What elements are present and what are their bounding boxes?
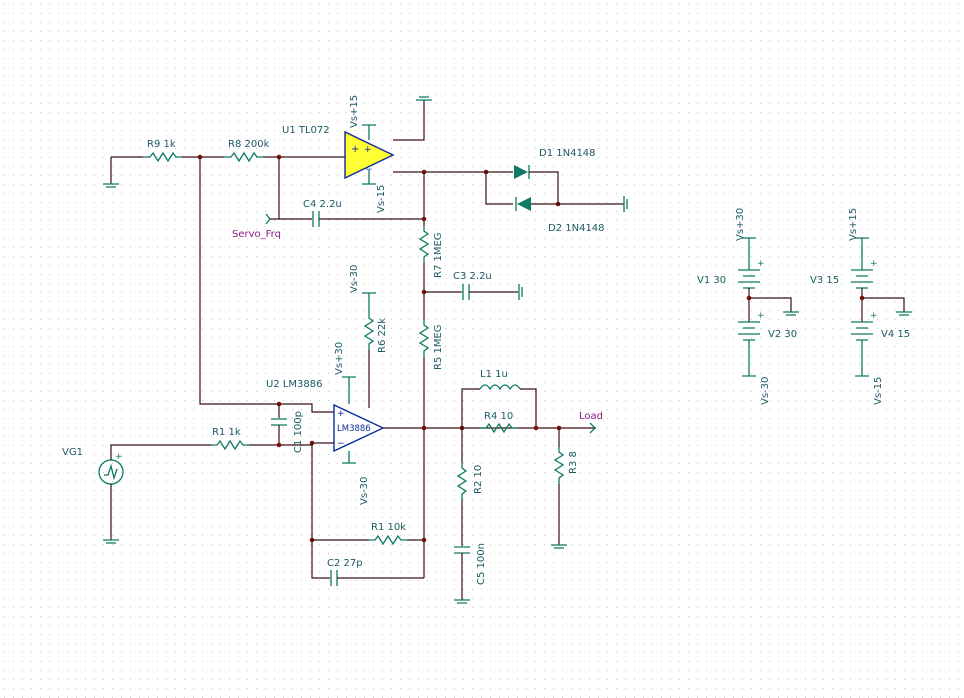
svg-text:+: + <box>757 311 765 321</box>
wire-l1-right <box>520 388 537 428</box>
label-u1: U1 TL072 <box>282 125 330 136</box>
load-port-icon <box>589 422 596 434</box>
label-c2: C2 27p <box>327 558 363 569</box>
opamp-u2[interactable]: + − LM3886 <box>333 403 385 453</box>
label-r7: R7 1MEG <box>433 232 444 278</box>
junction <box>276 442 282 448</box>
svg-text:+: + <box>337 409 345 419</box>
label-c1: C1 100p <box>293 411 304 453</box>
resistor-r9[interactable] <box>143 151 182 163</box>
supply-v3-terminal: Vs+15 <box>848 208 869 270</box>
supply-v2-terminal: Vs-30 <box>742 340 771 405</box>
ground-v3v4 <box>862 297 912 316</box>
battery-v3[interactable]: + <box>851 259 878 289</box>
resistor-r6[interactable] <box>363 312 375 350</box>
svg-text:Vs-30: Vs-30 <box>359 477 370 505</box>
svg-text:−: − <box>337 439 345 449</box>
label-d1: D1 1N4148 <box>539 148 596 159</box>
label-r3: R3 8 <box>568 451 579 474</box>
resistor-r5[interactable] <box>418 320 430 357</box>
supply-v4-terminal: Vs-15 <box>855 340 884 405</box>
svg-text:+: + <box>351 144 359 155</box>
label-c3: C3 2.2u <box>453 271 492 282</box>
svg-text:Vs-30: Vs-30 <box>760 377 771 405</box>
diode-d2[interactable] <box>515 197 531 211</box>
ground-diodes <box>623 196 628 212</box>
r6-supply: Vs-30 <box>349 265 376 312</box>
label-r5: R5 1MEG <box>433 324 444 370</box>
junction <box>421 537 427 543</box>
wire-servo-to-u2 <box>199 157 334 413</box>
svg-text:+: + <box>115 452 123 462</box>
label-r1b: R1 10k <box>371 522 406 533</box>
svg-text:Vs+30: Vs+30 <box>334 342 345 375</box>
label-u2: U2 LM3886 <box>266 379 323 390</box>
svg-text:Vs+15: Vs+15 <box>349 95 360 128</box>
svg-text:Vs-15: Vs-15 <box>873 377 884 405</box>
label-v1: V1 30 <box>697 275 726 286</box>
supply-v1-terminal: Vs+30 <box>735 208 756 270</box>
u2-supply-pos: Vs+30 <box>334 342 356 404</box>
svg-text:+: + <box>757 259 765 269</box>
battery-v2[interactable]: + <box>738 311 765 341</box>
svg-text:+: + <box>870 259 878 269</box>
ground-v1v2 <box>749 297 799 316</box>
u1-supply-pos: Vs+15 <box>349 95 376 140</box>
label-l1: L1 1u <box>480 369 508 380</box>
battery-v4[interactable]: + <box>851 311 878 341</box>
label-c5: C5 100n <box>476 543 487 585</box>
resistor-r1b[interactable] <box>369 534 407 546</box>
label-v4: V4 15 <box>881 329 910 340</box>
junction <box>421 425 427 431</box>
svg-text:Vs+30: Vs+30 <box>735 208 746 241</box>
ground-c3 <box>518 284 523 300</box>
label-r4: R4 10 <box>484 411 513 422</box>
resistor-r1a[interactable] <box>211 439 249 451</box>
label-v3: V3 15 <box>810 275 839 286</box>
resistor-r8[interactable] <box>224 151 263 163</box>
svg-text:+: + <box>870 311 878 321</box>
wire-d2-left <box>485 172 513 205</box>
resistor-r3[interactable] <box>553 447 565 484</box>
netlabel-servo-frq: Servo_Frq <box>232 229 281 240</box>
wire-l1-left <box>461 388 480 428</box>
label-r1a: R1 1k <box>212 427 241 438</box>
inductor-l1[interactable] <box>479 384 521 391</box>
junction <box>533 425 539 431</box>
svg-text:LM3886: LM3886 <box>337 424 371 434</box>
resistor-r2[interactable] <box>456 463 468 500</box>
ground-r3 <box>551 484 567 549</box>
battery-v1[interactable]: + <box>738 259 765 289</box>
label-v2: V2 30 <box>768 329 797 340</box>
svg-text:Vs-30: Vs-30 <box>349 265 360 293</box>
svg-text:Vs-15: Vs-15 <box>376 185 387 213</box>
u2-supply-neg: Vs-30 <box>342 451 370 505</box>
netlabel-load: Load <box>579 411 603 422</box>
label-vg1: VG1 <box>62 447 83 458</box>
ground-u1 <box>393 96 432 141</box>
svg-text:+: + <box>364 145 372 155</box>
resistor-r7[interactable] <box>418 226 430 263</box>
ground-c5 <box>454 553 470 604</box>
ground-r9 <box>103 157 119 188</box>
wire-d1-right <box>529 171 559 204</box>
label-r2: R2 10 <box>473 465 484 494</box>
label-r9: R9 1k <box>147 139 176 150</box>
u1-supply-neg: Vs-15 <box>362 170 387 213</box>
label-d2: D2 1N4148 <box>548 223 605 234</box>
ground-vg1 <box>103 484 119 544</box>
label-r8: R8 200k <box>228 139 270 150</box>
wire-vg1-r1 <box>110 444 211 460</box>
wire-feedback-left <box>311 443 330 579</box>
label-r6: R6 22k <box>377 318 388 353</box>
junction <box>421 216 427 222</box>
resistor-r4[interactable] <box>480 422 518 434</box>
svg-text:Vs+15: Vs+15 <box>848 208 859 241</box>
label-c4: C4 2.2u <box>303 199 342 210</box>
